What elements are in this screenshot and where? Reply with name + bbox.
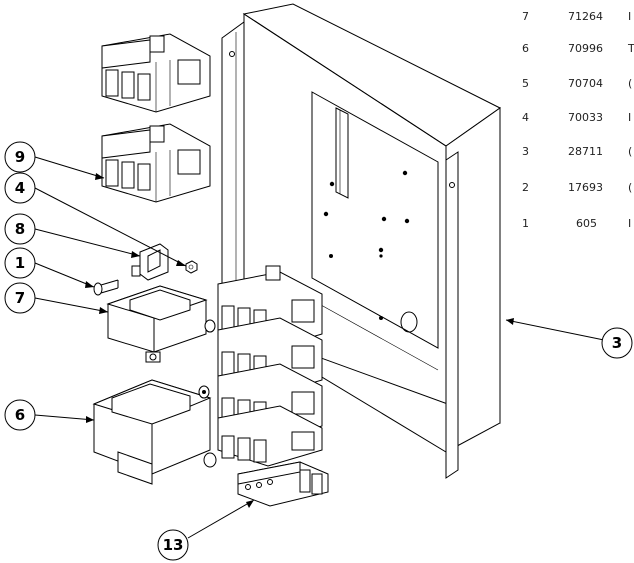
terminal-block xyxy=(237,461,329,507)
bom-description: T xyxy=(627,42,634,55)
bom-description: I xyxy=(628,111,631,124)
bom-part-number: 17693 xyxy=(568,181,603,194)
bom-item-number: 7 xyxy=(522,10,529,23)
callout-circle xyxy=(4,247,36,279)
callout-3: 3 xyxy=(601,327,633,359)
bom-row: 3 28711 ( xyxy=(522,145,632,158)
callout-circle xyxy=(601,327,633,359)
din-rail xyxy=(335,107,349,199)
bom-item-number: 1 xyxy=(522,217,529,230)
callout-13: 13 xyxy=(157,529,189,561)
bom-row: 4 70033 I xyxy=(522,111,631,124)
callout-1: 1 xyxy=(4,247,36,279)
contactor-stack xyxy=(217,265,323,467)
enclosure-right-flange xyxy=(445,151,459,479)
contactor-unit xyxy=(217,405,323,467)
bom-part-number: 605 xyxy=(576,217,597,230)
transformer-small xyxy=(106,285,216,363)
callout-circle xyxy=(4,172,36,204)
bom-description: ( xyxy=(628,181,632,194)
bracket xyxy=(131,243,169,281)
callout-4: 4 xyxy=(4,172,36,204)
callout-circle xyxy=(4,141,36,173)
bom-part-number: 70704 xyxy=(568,77,603,90)
callout-label: 8 xyxy=(15,220,25,238)
callout-circle xyxy=(157,529,189,561)
bom-item-number: 4 xyxy=(522,111,529,124)
bom-row: 5 70704 ( xyxy=(522,77,632,90)
callout-9: 9 xyxy=(4,141,36,173)
contactor-lower xyxy=(101,123,211,203)
bom-row: 6 70996 T xyxy=(522,42,634,55)
callout-circle xyxy=(4,213,36,245)
callout-8: 8 xyxy=(4,213,36,245)
callout-circle xyxy=(4,282,36,314)
bom-item-number: 3 xyxy=(522,145,529,158)
callout-label: 3 xyxy=(612,334,622,352)
callout-label: 13 xyxy=(163,536,184,554)
bom-part-number: 70996 xyxy=(568,42,603,55)
bom-description: I xyxy=(628,217,631,230)
callout-7: 7 xyxy=(4,282,36,314)
nut xyxy=(185,260,198,274)
contactor-upper xyxy=(101,33,211,113)
screw xyxy=(93,279,119,296)
bom-item-number: 2 xyxy=(522,181,529,194)
callout-label: 7 xyxy=(15,289,25,307)
callout-label: 9 xyxy=(15,148,25,166)
bom-part-number: 71264 xyxy=(568,10,603,23)
callout-6: 6 xyxy=(4,399,36,431)
bom-part-number: 70033 xyxy=(568,111,603,124)
bom-item-number: 5 xyxy=(522,77,529,90)
bom-description: ( xyxy=(628,77,632,90)
bom-row: 1 605 I xyxy=(522,217,631,230)
bom-row: 7 71264 I xyxy=(522,10,631,23)
bom-row: 2 17693 ( xyxy=(522,181,632,194)
bom-description: ( xyxy=(628,145,632,158)
bom-table: 7 71264 I 6 70996 T 5 70704 ( 4 70033 I … xyxy=(522,10,634,230)
transformer-large xyxy=(92,379,217,485)
leader-lines xyxy=(34,156,605,539)
bom-item-number: 6 xyxy=(522,42,529,55)
callout-circle xyxy=(4,399,36,431)
bom-description: I xyxy=(628,10,631,23)
callout-label: 1 xyxy=(15,254,25,272)
callout-label: 4 xyxy=(15,179,25,197)
bom-part-number: 28711 xyxy=(568,145,603,158)
cable-entry-hole xyxy=(400,311,418,333)
callout-label: 6 xyxy=(15,406,25,424)
